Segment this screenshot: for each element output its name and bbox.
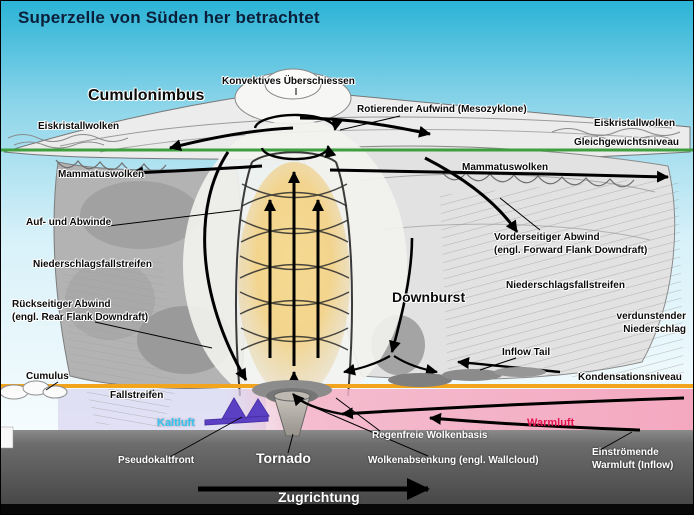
label-connectors (45, 88, 633, 459)
edge-patch (0, 426, 14, 449)
label-ice-right: Eiskristallwolken (594, 118, 676, 129)
label-rfd-line2: (engl. Rear Flank Downdraft) (12, 312, 149, 323)
label-evap-line1: verdunstender (616, 311, 686, 322)
label-cumulonimbus: Cumulonimbus (88, 87, 205, 104)
page-title: Superzelle von Süden her betrachtet (18, 8, 320, 27)
label-ffd-line1: Vorderseitiger Abwind (494, 232, 600, 243)
label-ice-left: Eiskristallwolken (38, 121, 120, 132)
cumulus-clouds (0, 380, 68, 400)
label-fallstreaks: Fallstreifen (110, 390, 164, 401)
label-tornado: Tornado (256, 450, 311, 466)
label-cold-air: Kaltluft (157, 417, 195, 429)
fall-streaks (86, 389, 176, 427)
label-pseudo-cold-front: Pseudokaltfront (118, 455, 195, 466)
label-inflow-tail: Inflow Tail (502, 347, 551, 358)
label-direction: Zugrichtung (278, 489, 360, 505)
label-mammatus-left: Mammatuswolken (58, 169, 145, 180)
bottom-strip (0, 504, 694, 515)
label-updownwinds: Auf- und Abwinde (26, 217, 112, 228)
surface-inflow-arrows (292, 393, 685, 432)
label-mammatus-right: Mammatuswolken (462, 162, 549, 173)
label-rfd-line1: Rückseitiger Abwind (12, 299, 111, 310)
label-condensation: Kondensationsniveau (578, 372, 682, 383)
label-rain-free-base: Regenfreie Wolkenbasis (372, 430, 488, 441)
label-inflow-line2: Warmluft (Inflow) (592, 460, 674, 471)
label-inflow-line1: Einströmende (592, 447, 659, 458)
mammatus-clouds (55, 159, 635, 188)
label-downburst: Downburst (392, 289, 466, 305)
inflow-tail-cloud (388, 367, 546, 387)
label-cumulus: Cumulus (26, 371, 69, 382)
label-evap-line2: Niederschlag (623, 324, 686, 335)
label-overshoot: Konvektives Überschiessen (222, 76, 355, 87)
label-ffd-line2: (engl. Forward Flank Downdraft) (494, 245, 648, 256)
label-mesocyclone: Rotierender Aufwind (Mesozyklone) (357, 104, 527, 115)
ground (0, 430, 694, 505)
label-precip-right: Niederschlagsfallstreifen (506, 280, 625, 291)
flow-arrows (131, 113, 669, 381)
label-equilibrium: Gleichgewichtsniveau (574, 137, 680, 148)
label-precip-left: Niederschlagsfallstreifen (33, 259, 152, 270)
ice-crystal-cirrus (7, 128, 681, 149)
updraft-column (183, 120, 407, 410)
label-warm-air: Warmluft (527, 417, 575, 429)
label-wall-cloud: Wolkenabsenkung (engl. Wallcloud) (368, 455, 539, 466)
